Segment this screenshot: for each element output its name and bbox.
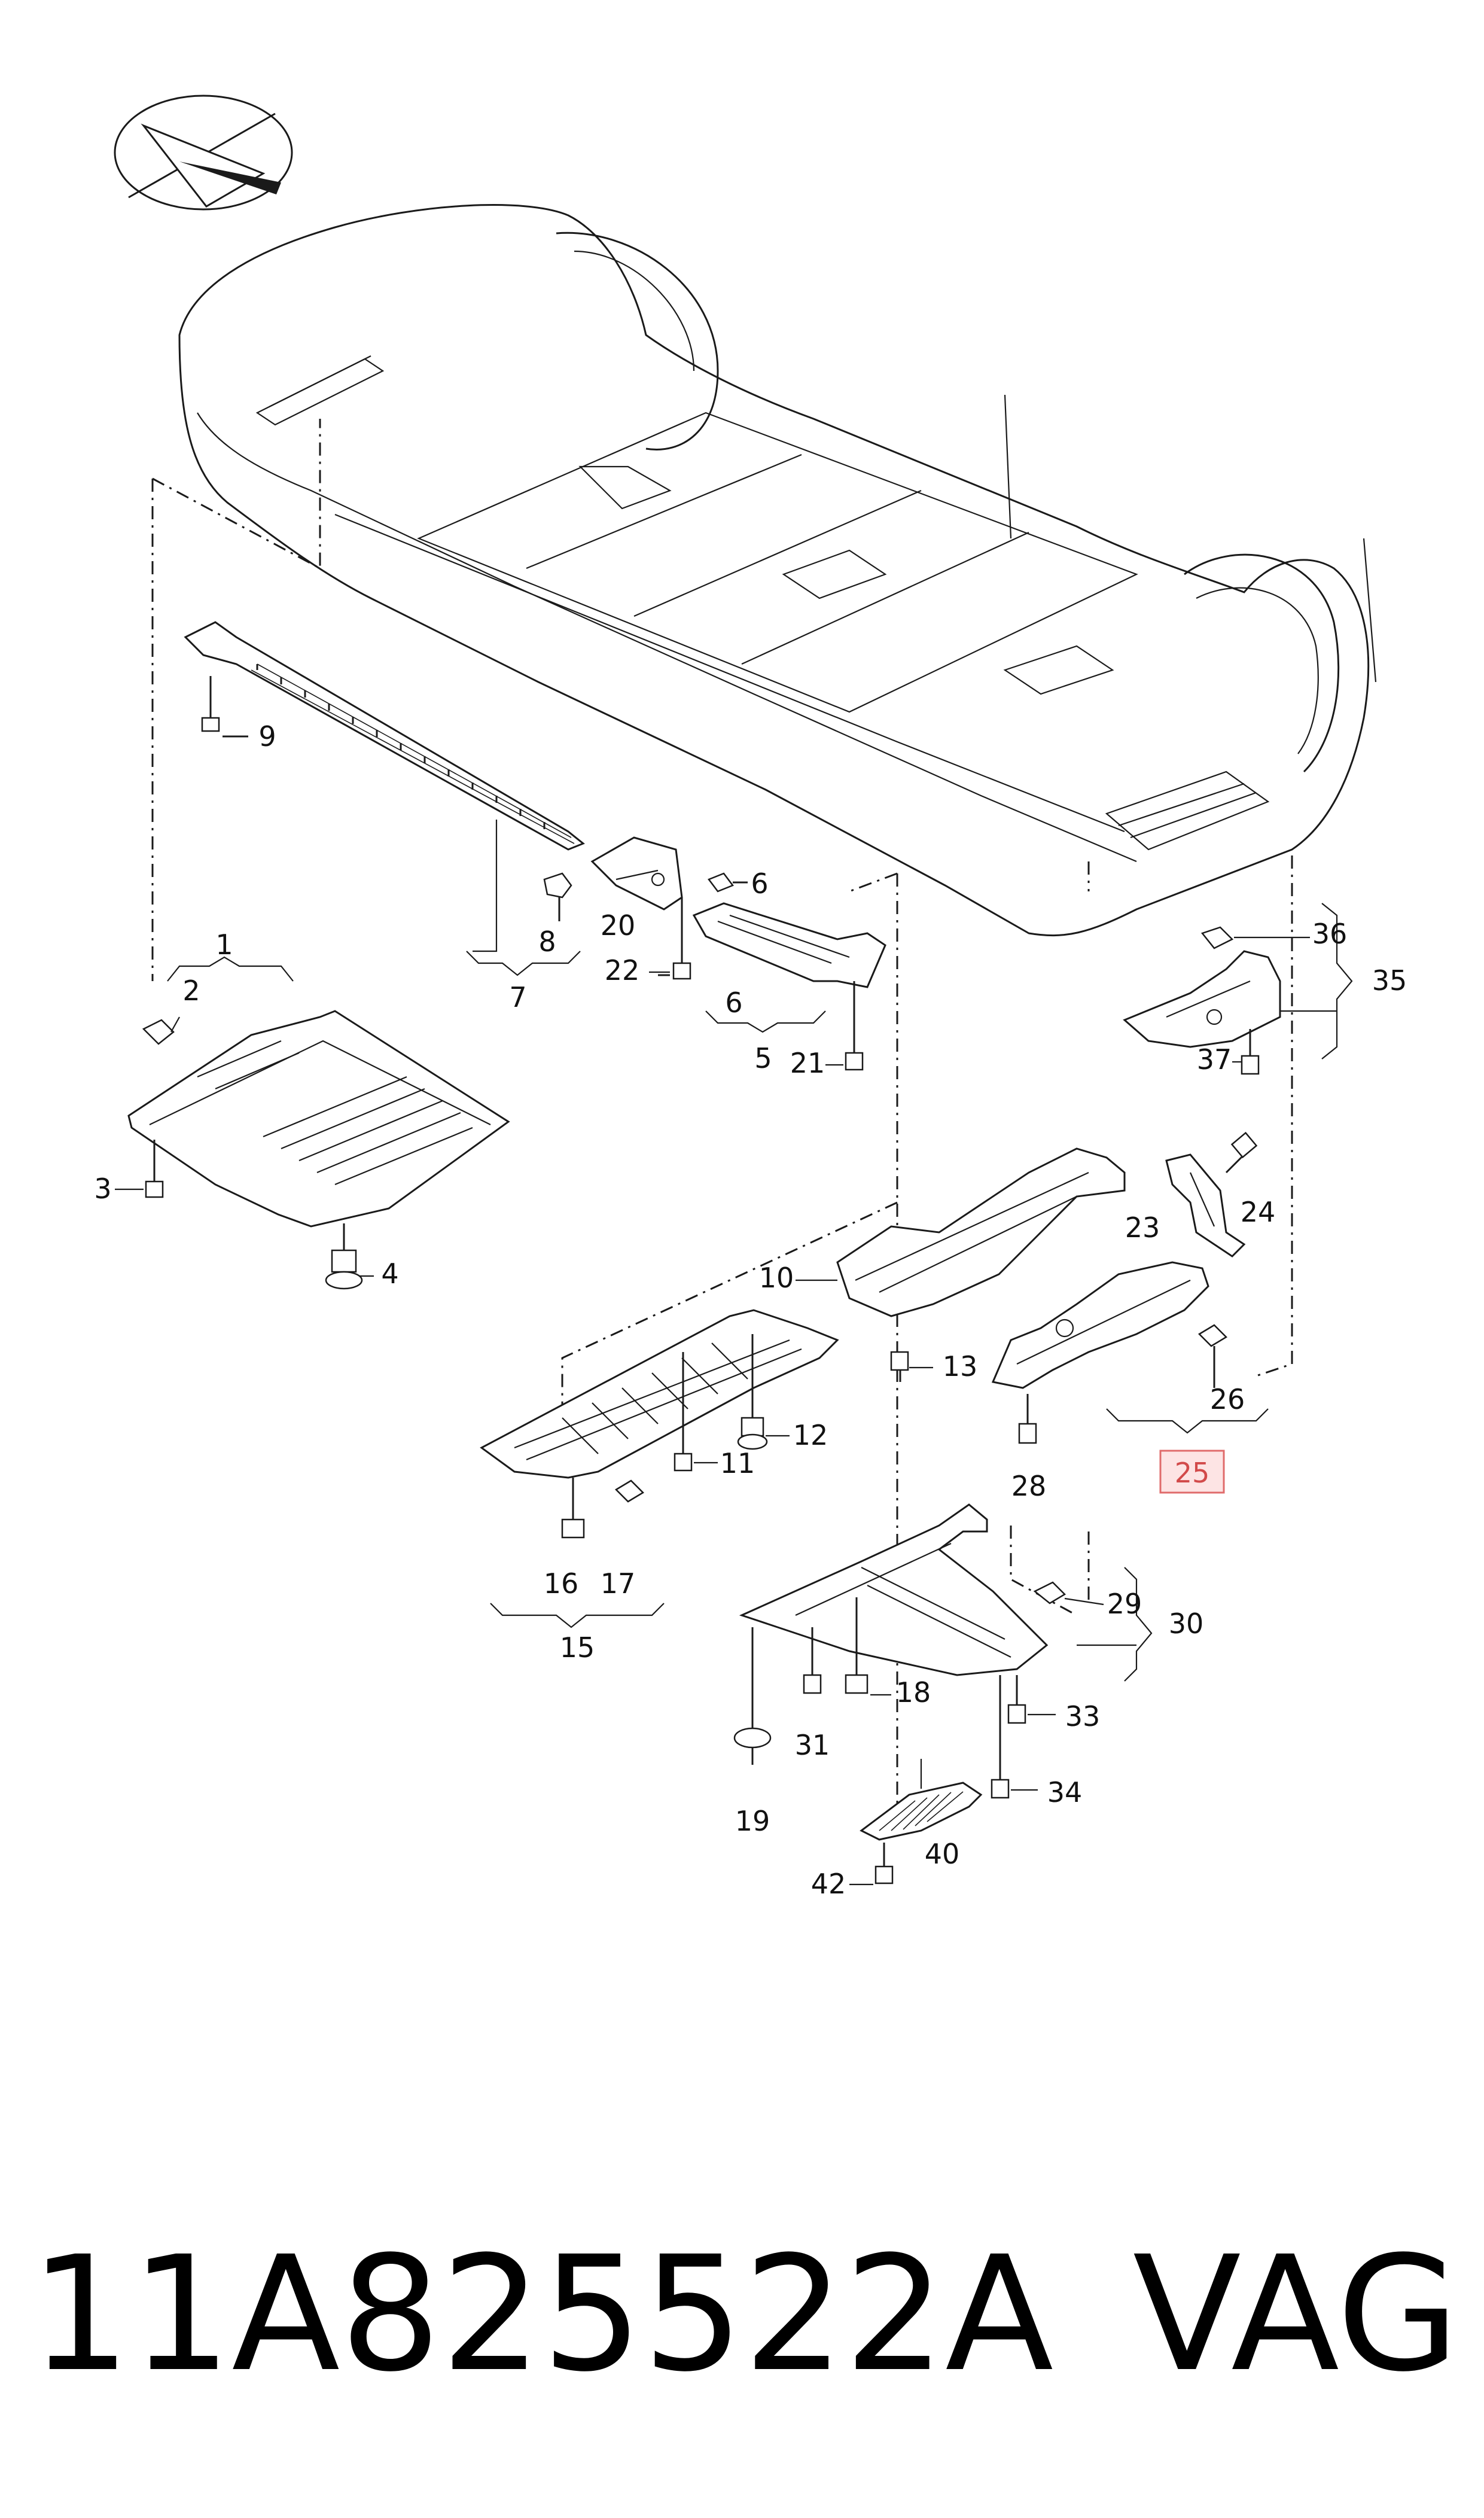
- callout-26: 26: [1210, 1383, 1245, 1415]
- part-29-clip: [1033, 1581, 1066, 1604]
- part-11-bolt: [674, 1352, 693, 1472]
- callout-20: 20: [601, 909, 636, 942]
- callout-5: 5: [754, 1042, 772, 1074]
- callout-18: 18: [896, 1676, 931, 1709]
- callout-17: 17: [601, 1567, 636, 1600]
- part-8-clip: [543, 872, 572, 921]
- part-12-fastener: [737, 1334, 768, 1450]
- part-21-bolt: [845, 981, 864, 1071]
- callout-37: 37: [1197, 1043, 1232, 1076]
- callout-4: 4: [381, 1258, 398, 1290]
- callout-6a: 6: [751, 867, 768, 900]
- part-17-clip: [614, 1479, 645, 1503]
- brand-label: VAG: [1133, 2222, 1459, 2407]
- part-24-bolt: [1225, 1131, 1258, 1174]
- part-9-bolt: [201, 676, 248, 738]
- footer: 11A825522A VAG: [30, 2222, 1459, 2407]
- callout-29: 29: [1107, 1588, 1142, 1620]
- label-leaders: [115, 936, 1337, 1886]
- part-40-grille: [860, 1759, 983, 1841]
- part-22-bolt: [658, 897, 691, 980]
- part-16-fastener: [561, 1478, 585, 1539]
- part-42-bolt: [874, 1843, 894, 1884]
- part-23-bracket: [1165, 1153, 1246, 1258]
- callout-21: 21: [790, 1047, 825, 1079]
- group-brackets: [167, 903, 1353, 1682]
- part-37-bolt: [1241, 1029, 1260, 1075]
- part-number: 11A825522A: [30, 2222, 1054, 2407]
- callout-labels: 1 2 3 4 5 6 6 7 8 9 10 11 12 13 15 16 17…: [94, 720, 1407, 1900]
- callout-28: 28: [1011, 1470, 1047, 1502]
- part-25-side-panel: [991, 1261, 1209, 1389]
- part-19-fastener: [733, 1627, 772, 1765]
- part-2-clip: [142, 1019, 175, 1045]
- callout-7: 7: [509, 981, 526, 1013]
- callout-42: 42: [811, 1868, 846, 1900]
- part-4-fastener: [325, 1223, 363, 1290]
- part-10-tunnel-panel: [836, 1147, 1126, 1317]
- callout-34: 34: [1047, 1776, 1083, 1808]
- part-9-sill-strip: [184, 621, 585, 952]
- part-33-bolt: [1007, 1675, 1026, 1724]
- callout-25-highlight: 25: [1159, 1450, 1225, 1494]
- callout-19: 19: [735, 1805, 770, 1837]
- part-1-rear-panel: [127, 1010, 510, 1228]
- part-15-center-panel: [480, 1309, 839, 1479]
- callout-22: 22: [605, 954, 640, 987]
- callout-35: 35: [1372, 964, 1407, 997]
- callout-30: 30: [1169, 1607, 1204, 1640]
- callout-33: 33: [1065, 1700, 1101, 1733]
- part-6-clip: [708, 872, 748, 893]
- callout-40: 40: [925, 1838, 960, 1870]
- callout-12: 12: [793, 1419, 828, 1451]
- callout-6b: 6: [725, 987, 742, 1019]
- callout-3: 3: [94, 1173, 111, 1205]
- part-20-bracket: [590, 836, 683, 911]
- part-26-clip: [1197, 1324, 1228, 1388]
- callout-25: 25: [1175, 1457, 1210, 1489]
- callout-36: 36: [1312, 918, 1348, 950]
- callout-24: 24: [1241, 1196, 1276, 1228]
- part-36-clip: [1200, 926, 1234, 949]
- callout-31: 31: [795, 1729, 830, 1761]
- part-5-channel: [692, 902, 886, 988]
- part-18-fastener: [845, 1597, 869, 1694]
- callout-10: 10: [759, 1262, 794, 1294]
- callout-1: 1: [215, 928, 233, 961]
- vehicle-underbody: [178, 204, 1377, 937]
- part-3-bolt: [145, 1140, 164, 1198]
- callout-16: 16: [544, 1567, 579, 1600]
- callout-8: 8: [538, 925, 556, 958]
- callout-9: 9: [258, 720, 276, 753]
- callout-11: 11: [720, 1447, 755, 1479]
- part-30-front-panel: [739, 1503, 1049, 1676]
- part-31-bolt: [803, 1627, 822, 1694]
- callout-2: 2: [182, 975, 200, 1007]
- part-13-bolt: [890, 1351, 909, 1382]
- callout-15: 15: [560, 1631, 595, 1664]
- part-34-bolt: [991, 1675, 1010, 1799]
- part-28-bolt: [1018, 1394, 1037, 1444]
- leader-lines: [151, 419, 1293, 1819]
- callout-13: 13: [943, 1350, 978, 1383]
- orientation-compass-icon: [114, 95, 293, 211]
- part-35-bracket: [1123, 950, 1281, 1048]
- callout-23: 23: [1125, 1211, 1160, 1244]
